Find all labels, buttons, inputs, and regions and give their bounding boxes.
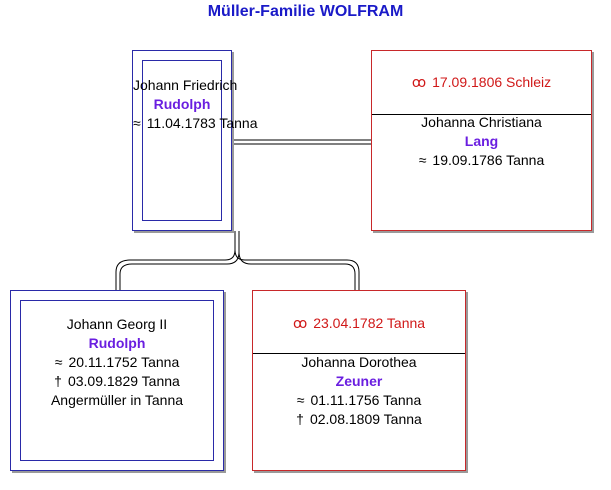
marriage-icon: ꝏ xyxy=(292,315,308,331)
grandfather-surname: Rudolph xyxy=(88,335,146,351)
person-box-grandfather[interactable]: Johann Georg II Rudolph ≈20.11.1752 Tann… xyxy=(10,290,224,471)
child-link xyxy=(238,231,356,290)
death-cross-icon: † xyxy=(54,373,62,389)
person-box-grandfather-inner xyxy=(20,300,214,461)
chart-title: Müller-Familie WOLFRAM xyxy=(207,3,404,20)
mother-surname: Lang xyxy=(464,133,499,149)
father-birth-line: ≈11.04.1783 Tanna xyxy=(133,114,258,133)
grandmother-given-name: Johanna Dorothea xyxy=(301,354,417,370)
grandfather-birth-line: ≈20.11.1752 Tanna xyxy=(11,353,223,372)
mother-birth-line: ≈19.09.1786 Tanna xyxy=(372,151,591,170)
grandmother-birth-line: ≈01.11.1756 Tanna xyxy=(253,391,465,410)
grandmother-surname: Zeuner xyxy=(335,373,383,389)
grandfather-occupation: Angermüller in Tanna xyxy=(50,392,184,408)
person-box-mother[interactable]: ꝏ 17.09.1806 Schleiz Johanna Christiana L… xyxy=(371,50,592,231)
mother-marriage-line: ꝏ 17.09.1806 Schleiz xyxy=(372,73,591,92)
father-surname: Rudolph xyxy=(153,96,211,112)
grandmother-birth: 01.11.1756 Tanna xyxy=(310,392,422,408)
mother-given-name: Johanna Christiana xyxy=(421,114,542,130)
grandmother-death-line: † 02.08.1809 Tanna xyxy=(253,410,465,429)
grandmother-marriage-line: ꝏ 23.04.1782 Tanna xyxy=(253,314,465,333)
person-box-father-inner xyxy=(142,60,222,221)
child-link xyxy=(234,231,360,290)
death-cross-icon: † xyxy=(296,411,304,427)
grandfather-death-line: † 03.09.1829 Tanna xyxy=(11,372,223,391)
marriage-icon: ꝏ xyxy=(411,74,427,90)
grandfather-death: 03.09.1829 Tanna xyxy=(67,373,180,389)
mother-marriage: 17.09.1806 Schleiz xyxy=(432,74,552,90)
father-given-name: Johann Friedrich xyxy=(133,77,238,93)
baptism-icon: ≈ xyxy=(54,354,63,370)
child-link xyxy=(115,231,236,290)
mother-marriage-area: ꝏ 17.09.1806 Schleiz xyxy=(372,51,591,115)
grandfather-birth: 20.11.1752 Tanna xyxy=(68,354,180,370)
person-box-father[interactable]: Johann Friedrich Rudolph ≈11.04.1783 Tan… xyxy=(132,50,258,231)
baptism-icon: ≈ xyxy=(133,115,141,131)
child-link xyxy=(119,231,240,290)
grandfather-given-name: Johann Georg II xyxy=(66,316,168,332)
baptism-icon: ≈ xyxy=(418,152,427,168)
grandmother-marriage: 23.04.1782 Tanna xyxy=(313,315,426,331)
mother-birth: 19.09.1786 Tanna xyxy=(432,152,545,168)
grandmother-marriage-area: ꝏ 23.04.1782 Tanna xyxy=(253,291,465,354)
baptism-icon: ≈ xyxy=(296,392,305,408)
grandmother-death: 02.08.1809 Tanna xyxy=(309,411,422,427)
father-birth: 11.04.1783 Tanna xyxy=(146,115,258,131)
person-box-grandmother[interactable]: ꝏ 23.04.1782 Tanna Johanna Dorothea Zeune… xyxy=(252,290,466,471)
